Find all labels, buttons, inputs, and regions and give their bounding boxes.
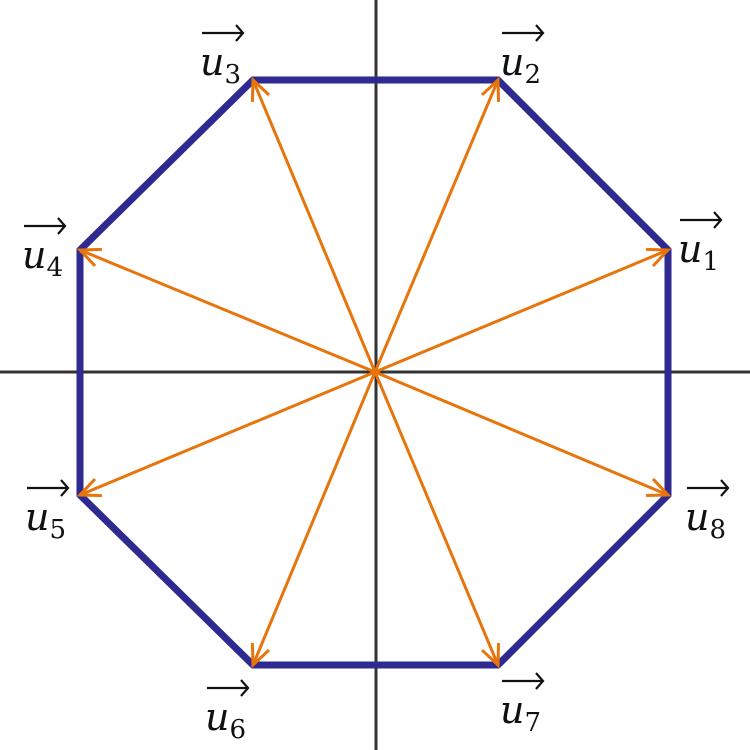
vector-u8	[374, 370, 672, 498]
arrowhead-icon	[646, 247, 672, 268]
vector-arrowhead-icon	[60, 479, 70, 497]
vector-arrowhead-icon	[240, 679, 250, 697]
vector-arrowhead-icon	[57, 217, 67, 235]
arrowhead-icon	[480, 76, 501, 102]
arrowhead-icon	[480, 643, 501, 669]
vector-shaft	[373, 79, 500, 373]
label-u8: u8	[685, 479, 730, 545]
vector-arrowhead-icon	[535, 672, 545, 690]
arrowhead-icon	[76, 477, 102, 498]
vector-label: u7	[500, 688, 541, 738]
vector-label: u2	[500, 40, 541, 90]
vector-u5	[76, 370, 376, 498]
vector-shaft	[79, 248, 376, 374]
vector-shaft	[373, 371, 500, 666]
vector-label: u5	[25, 495, 66, 545]
vector-shaft	[79, 370, 376, 497]
label-u5: u5	[25, 479, 70, 545]
vector-u3	[250, 76, 377, 373]
label-u4: u4	[22, 217, 67, 283]
arrowhead-icon	[250, 76, 271, 102]
vector-arrowhead-icon	[235, 24, 245, 42]
vector-arrowhead-icon	[535, 24, 545, 42]
vector-label: u4	[22, 233, 63, 283]
arrowhead-icon	[250, 643, 271, 669]
vector-label: u1	[678, 227, 719, 277]
vector-shaft	[374, 370, 669, 497]
label-u1: u1	[678, 211, 723, 277]
label-u2: u2	[500, 24, 545, 90]
vector-label: u3	[200, 40, 241, 90]
arrowhead-icon	[76, 247, 102, 267]
label-u6: u6	[205, 679, 250, 745]
vector-u6	[250, 371, 377, 669]
vector-u7	[373, 371, 501, 669]
label-u3: u3	[200, 24, 245, 90]
vector-arrowhead-icon	[720, 479, 730, 497]
vector-u2	[373, 76, 501, 373]
vector-u4	[76, 247, 376, 374]
label-u7: u7	[500, 672, 545, 738]
vector-shaft	[251, 371, 377, 666]
vector-shaft	[251, 79, 377, 373]
vector-label: u8	[685, 495, 726, 545]
vector-label: u6	[205, 695, 246, 745]
vector-shaft	[374, 248, 669, 374]
vector-u1	[374, 247, 672, 374]
arrowhead-icon	[646, 477, 672, 498]
vector-arrowhead-icon	[713, 211, 723, 229]
